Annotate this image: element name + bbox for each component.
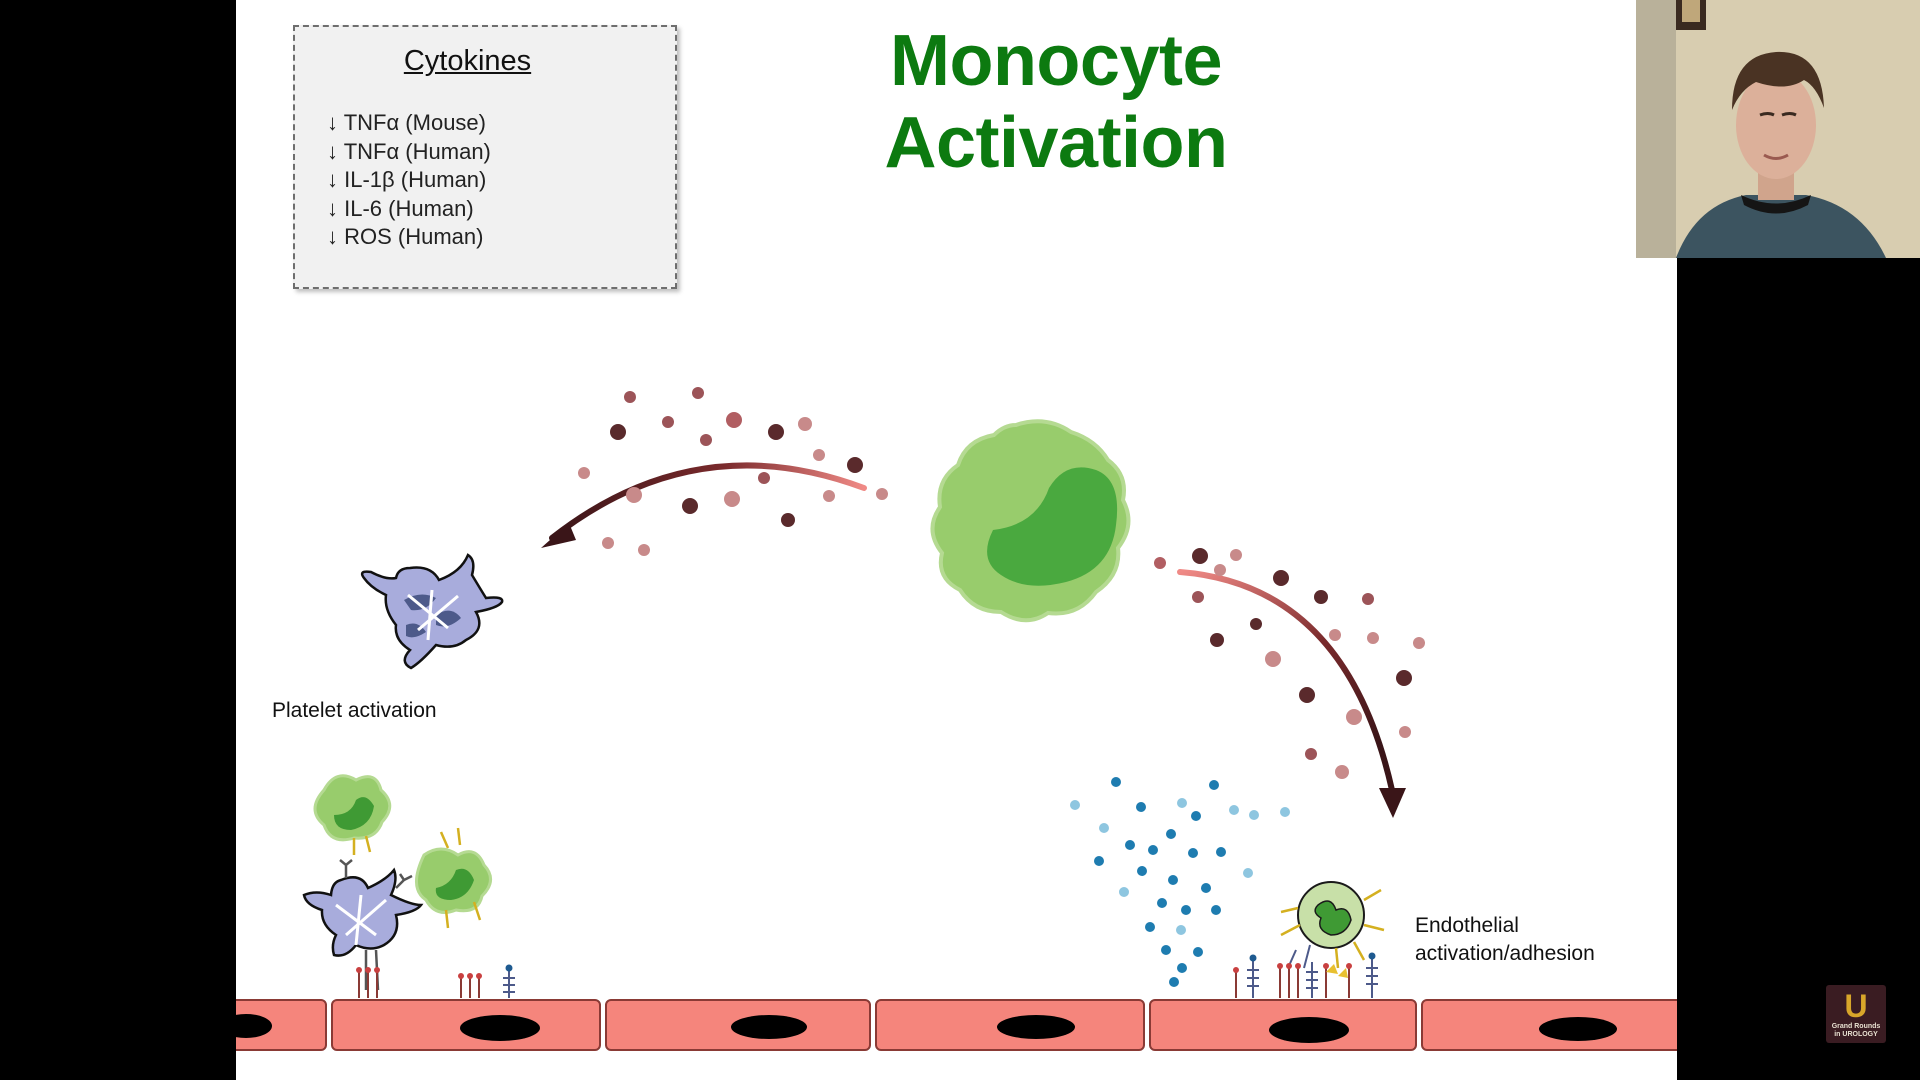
cytokine-box: Cytokines ↓ TNFα (Mouse) ↓ TNFα (Human) … — [293, 25, 677, 289]
endothelial-nucleus — [236, 1014, 272, 1038]
slide-title: Monocyte Activation — [884, 21, 1228, 183]
endothelial-nucleus — [460, 1015, 540, 1041]
activated-platelet — [360, 553, 504, 670]
endothelial-nucleus — [1539, 1017, 1617, 1041]
cytokine-particles-left — [578, 387, 888, 556]
cytokine-item: ↓ TNFα (Human) — [327, 138, 491, 164]
endothelial-nucleus — [1269, 1017, 1349, 1043]
left-receptors — [358, 972, 480, 998]
presentation-slide: Cytokines ↓ TNFα (Mouse) ↓ TNFα (Human) … — [236, 0, 1677, 1080]
adhering-monocyte — [1233, 881, 1385, 998]
endothelial-cell — [236, 999, 327, 1051]
cytokine-list: ↓ TNFα (Mouse) ↓ TNFα (Human) ↓ IL-1β (H… — [327, 109, 491, 252]
cytokine-particles-right — [1154, 548, 1425, 779]
endothelial-nucleus — [997, 1015, 1075, 1039]
logo-line2: in UROLOGY — [1834, 1031, 1878, 1038]
cytokine-item: ↓ IL-1β (Human) — [327, 167, 487, 192]
endothelial-nucleus — [731, 1015, 807, 1039]
monocyte-illustration — [236, 387, 1677, 1051]
endothelial-label-line1: Endothelial — [1415, 914, 1519, 937]
logo-text: Grand Rounds in UROLOGY — [1826, 1023, 1886, 1039]
grand-rounds-logo: U Grand Rounds in UROLOGY — [1826, 985, 1886, 1043]
webcam-video-feed — [1636, 0, 1920, 258]
right-arrow — [1177, 569, 1406, 818]
platelet-activation-label: Platelet activation — [272, 699, 437, 722]
cytokine-item: ↓ ROS (Human) — [327, 224, 484, 249]
monocyte-cell — [930, 419, 1131, 623]
presenter-video-image — [1636, 0, 1920, 258]
logo-letter: U — [1844, 988, 1868, 1024]
left-arrow — [541, 462, 867, 548]
cytokine-item: ↓ TNFα (Mouse) — [327, 110, 486, 135]
platelet-monocyte-aggregate — [302, 774, 515, 998]
blue-particles — [1070, 777, 1290, 987]
endothelial-activation-label: Endothelial activation/adhesion — [1415, 912, 1595, 968]
endothelium — [236, 999, 1677, 1051]
cytokine-heading: Cytokines — [403, 45, 532, 77]
cytokine-item: ↓ IL-6 (Human) — [327, 195, 474, 221]
logo-line1: Grand Rounds — [1831, 1023, 1881, 1030]
endothelial-label-line2: activation/adhesion — [1415, 942, 1595, 965]
